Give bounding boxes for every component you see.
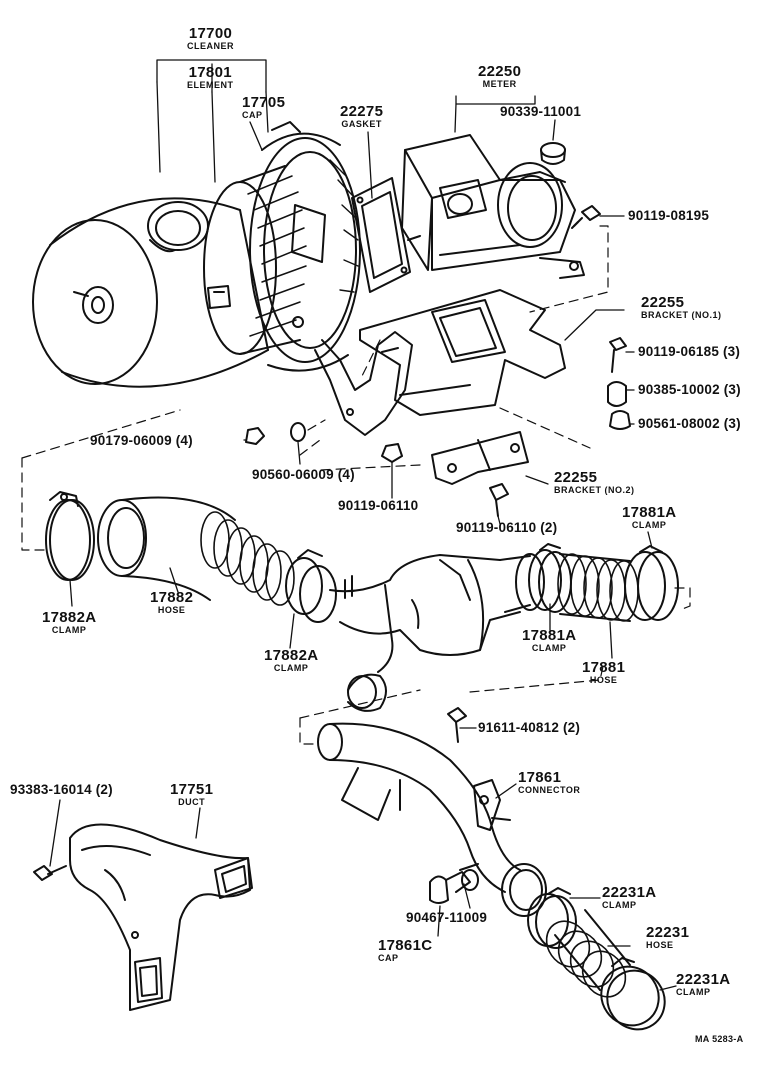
part-number: 22250 [478,63,522,80]
leader-lines [49,59,677,991]
air-flow-meter-drawing [401,134,601,279]
label-bracket-no2: 22255 BRACKET (NO.2) [554,470,635,495]
part-name: BRACKET (NO.1) [641,310,722,320]
gasket-drawing [351,177,411,293]
part-name: METER [482,79,517,89]
duct-drawing [33,823,253,1011]
code-90119-08195: 90119-08195 [628,208,710,223]
code-90119-06110-2: 90119-06110 (2) [456,520,558,535]
hose-22231-drawing [527,887,666,1031]
code-93383-16014: 93383-16014 (2) [10,782,113,797]
connector-drawing [317,707,547,917]
bracket-no2-drawing [431,431,529,485]
part-number: 17861 [518,769,562,786]
code-90119-06110: 90119-06110 [338,498,419,513]
label-clamp-17882a-left: 17882A CLAMP [42,610,96,635]
code-90560-06009: 90560-06009 (4) [252,467,355,482]
label-clamp-17881a-mid: 17881A CLAMP [522,628,576,653]
hose-17882-drawing [45,491,337,623]
code-91611-40812: 91611-40812 (2) [478,720,581,735]
code-90561-08002: 90561-08002 (3) [638,416,741,431]
label-cap-17861c: 17861C CAP [378,938,432,963]
air-cleaner-drawing [32,121,361,388]
part-name: CAP [378,953,399,963]
part-name: BRACKET (NO.2) [554,485,635,495]
part-name: CLAMP [676,987,711,997]
code-90179-06009: 90179-06009 (4) [90,433,193,448]
label-clamp-22231a-bottom: 22231A CLAMP [676,972,730,997]
part-number: 22231A [602,884,657,901]
label-cap-17705: 17705 CAP [242,95,285,120]
code-90385-10002: 90385-10002 (3) [638,382,741,397]
label-hose-17882: 17882 HOSE [150,590,193,615]
part-name: CLAMP [631,520,667,530]
part-number: 17881A [522,627,577,644]
figure-reference: MA 5283-A [695,1034,744,1044]
part-name: CONNECTOR [518,785,581,795]
part-number: 17882 [150,589,194,606]
part-name: HOSE [589,675,618,685]
part-number: 17700 [188,25,233,42]
part-name: CLAMP [273,663,309,673]
assembly-dashed-lines [21,225,691,745]
label-hose-17881: 17881 HOSE [582,660,625,685]
label-clamp-17882a-mid: 17882A CLAMP [264,648,318,673]
hose-17881-drawing [499,543,679,622]
label-hose-22231: 22231 HOSE [646,925,689,950]
label-connector: 17861 CONNECTOR [518,770,580,795]
part-number: 17881 [582,659,626,676]
part-number: 22231A [676,971,731,988]
part-name: HOSE [157,605,186,615]
part-name: DUCT [178,797,206,807]
part-number: 17801 [188,64,232,81]
part-name: CLAMP [51,625,87,635]
part-number: 17882A [264,647,319,664]
part-name: ELEMENT [187,80,234,90]
part-number: 22255 [641,294,685,311]
label-clamp-17881a-top: 17881A CLAMP [622,505,676,530]
label-duct: 17751 DUCT [170,782,213,807]
part-name: HOSE [646,940,674,950]
code-90119-06185: 90119-06185 (3) [638,344,741,359]
part-name: CLEANER [187,41,235,51]
part-number: 17882A [42,609,97,626]
part-number: 22231 [646,924,690,941]
part-number: 17751 [170,781,214,798]
part-number: 17861C [378,937,433,954]
part-name: GASKET [341,119,382,129]
label-element: 17801 ELEMENT [187,65,234,90]
part-name: CLAMP [531,643,567,653]
label-clamp-22231a-top: 22231A CLAMP [602,885,656,910]
part-number: 17705 [242,94,286,111]
label-meter: 22250 METER [478,64,521,89]
support-bracket-drawing [314,331,413,436]
cap-17861c-drawing [429,863,479,904]
code-90467-11009: 90467-11009 [406,910,488,925]
bracket-no1-drawing [359,289,566,416]
part-number: 17881A [622,504,677,521]
label-cleaner: 17700 CLEANER [187,26,234,51]
part-number: 22275 [340,103,384,120]
label-bracket-no1: 22255 BRACKET (NO.1) [641,295,722,320]
part-name: CLAMP [602,900,637,910]
part-name: CAP [242,110,263,120]
part-number: 22255 [554,469,598,486]
intake-body-drawing [329,554,521,712]
code-90339-11001: 90339-11001 [500,104,582,119]
label-gasket: 22275 GASKET [340,104,383,129]
